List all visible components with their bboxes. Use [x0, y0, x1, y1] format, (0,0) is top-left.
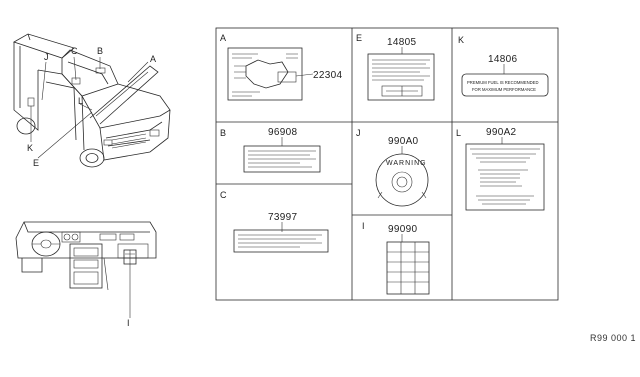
panel-a-part-number: 22304	[313, 70, 342, 81]
panel-j: J 990A0 WARNING	[356, 128, 429, 207]
panel-a-letter: A	[220, 33, 226, 43]
panel-k: K 14806 PREMIUM FUEL IS RECOMMENDED FOR …	[458, 35, 549, 97]
panel-k-letter: K	[458, 35, 464, 45]
label-c	[233, 229, 329, 253]
panel-e-part-number: 14805	[387, 37, 416, 48]
panel-i-part-number: 99090	[388, 224, 417, 235]
callout-l: L	[78, 96, 83, 106]
label-l	[465, 143, 545, 211]
callout-k: K	[27, 143, 33, 153]
panel-j-part-number: 990A0	[388, 136, 419, 147]
panel-e: E 14805	[356, 33, 435, 101]
callout-e: E	[33, 158, 39, 168]
panel-b-part-number: 96908	[268, 127, 297, 138]
label-a-emission	[227, 47, 303, 101]
panel-i-letter: I	[362, 221, 365, 231]
label-k-fuel	[461, 73, 549, 97]
panel-l-part-number: 990A2	[486, 127, 517, 138]
panel-l: L 990A2	[456, 127, 545, 211]
label-j-warning-seal	[375, 153, 429, 207]
panel-c-part-number: 73997	[268, 212, 297, 223]
panel-k-part-number: 14806	[488, 54, 517, 65]
panel-c: C 73997	[220, 190, 329, 253]
panel-i: I 99090	[362, 221, 430, 295]
label-k-line-1: PREMIUM FUEL IS RECOMMENDED	[467, 80, 539, 85]
callout-c: C	[71, 46, 78, 56]
panel-e-letter: E	[356, 33, 362, 43]
panel-b-letter: B	[220, 128, 226, 138]
panel-a: A 22304	[220, 33, 342, 101]
label-b	[243, 145, 321, 173]
label-i-chart	[386, 241, 430, 295]
callout-i: I	[127, 318, 130, 328]
panel-j-letter: J	[356, 128, 361, 138]
callout-b: B	[97, 46, 103, 56]
callout-a: A	[150, 54, 156, 64]
diagram-reference-code: R99 000 1	[589, 333, 636, 343]
label-j-warning-text: WARNING	[386, 160, 427, 167]
callout-j: J	[44, 52, 49, 62]
label-e	[367, 53, 435, 101]
panel-b: B 96908	[220, 127, 321, 173]
truck-illustration	[13, 33, 171, 168]
dashboard-illustration	[15, 221, 157, 318]
panel-l-letter: L	[456, 128, 461, 138]
label-grid	[215, 27, 559, 301]
label-k-line-2: FOR MAXIMUM PERFORMANCE	[472, 87, 536, 92]
panel-c-letter: C	[220, 190, 227, 200]
